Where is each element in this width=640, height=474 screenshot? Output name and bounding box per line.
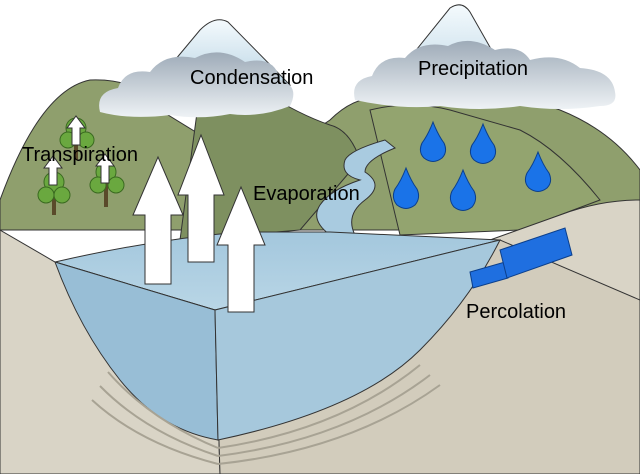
up-arrow-icon <box>177 133 225 263</box>
lake-section-left <box>54 261 219 441</box>
cloud-icon <box>354 40 616 109</box>
river <box>316 139 396 236</box>
label-evaporation: Evaporation <box>253 183 360 205</box>
raindrop-icon <box>392 166 420 209</box>
raindrop-icon <box>419 120 447 162</box>
up-arrow-icon <box>43 155 63 186</box>
strata <box>91 364 441 465</box>
raindrop-icon <box>449 168 477 211</box>
raindrop-icon <box>469 122 497 164</box>
up-arrow-icon <box>95 153 115 184</box>
label-precipitation: Precipitation <box>418 58 528 80</box>
up-arrow-icon <box>66 115 86 146</box>
up-arrow-icon <box>216 185 266 313</box>
trees <box>37 115 125 215</box>
label-percolation: Percolation <box>466 301 566 323</box>
raindrops <box>392 120 552 211</box>
raindrop-icon <box>524 150 552 192</box>
label-condensation: Condensation <box>190 67 313 89</box>
evaporation-arrows <box>132 133 266 313</box>
label-transpiration: Transpiration <box>22 144 138 166</box>
pipe-icon <box>469 227 573 289</box>
cloud-icon <box>99 52 294 118</box>
up-arrow-icon <box>132 155 184 285</box>
